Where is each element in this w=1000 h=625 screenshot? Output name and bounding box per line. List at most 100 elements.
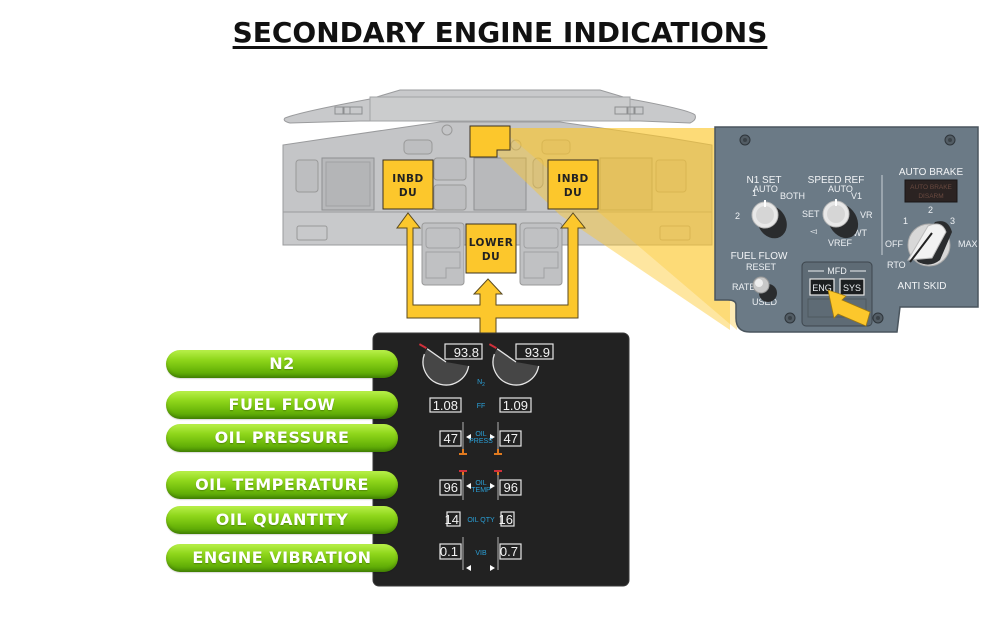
lower-du: LOWER DU <box>465 223 517 274</box>
svg-text:PRESS: PRESS <box>469 438 493 445</box>
zoom-projection <box>470 128 730 330</box>
svg-text:3: 3 <box>950 216 955 226</box>
svg-text:WT: WT <box>853 228 867 238</box>
callout-n2: N2 <box>166 350 398 378</box>
inbd-du-right-label: INBD <box>557 173 588 185</box>
callout-fuel-flow: FUEL FLOW <box>166 391 398 419</box>
n2-left-arc-fill <box>423 348 469 385</box>
n1-set-knob[interactable]: N1 SET 2 1 AUTO BOTH <box>735 175 805 244</box>
svg-text:AUTO: AUTO <box>753 184 778 194</box>
svg-text:AUTO BRAKE: AUTO BRAKE <box>910 184 952 191</box>
oil-temp-right-value: 96 <box>504 480 518 495</box>
n2-right-pointer <box>496 348 517 363</box>
svg-text:USED: USED <box>752 297 778 307</box>
inbd-du-right: INBD DU <box>547 159 599 210</box>
callout-oil-pressure: OIL PRESSURE <box>166 424 398 452</box>
n2-left-arc <box>422 353 470 386</box>
mfd-panel-location <box>469 125 511 158</box>
svg-text:SYS: SYS <box>843 283 861 293</box>
control-panel: N1 SET 2 1 AUTO BOTH SPEED REF SET AUTO … <box>714 126 979 333</box>
n2-right-value: 93.9 <box>525 345 550 360</box>
pedestal-right <box>519 222 563 286</box>
svg-text:RATE: RATE <box>732 282 755 292</box>
vib-label: VIB <box>475 550 487 557</box>
screw-icon <box>739 134 956 324</box>
svg-text:RTO: RTO <box>887 260 906 270</box>
inbd-du-left: INBD DU <box>382 159 434 210</box>
ff-label: FF <box>477 403 486 410</box>
n2-label: N2 <box>477 379 485 388</box>
oil-press-label: OIL <box>475 431 486 438</box>
oil-temperature-readout: 96 OIL TEMP 96 <box>439 479 522 496</box>
svg-text:SET: SET <box>802 209 820 219</box>
svg-text:1: 1 <box>903 216 908 226</box>
ff-right-value: 1.09 <box>503 398 528 413</box>
ff-left-value: 1.08 <box>433 398 458 413</box>
svg-text:ENG: ENG <box>812 283 832 293</box>
vib-right-value: 0.7 <box>500 544 518 559</box>
oil-temp-label: OIL <box>475 480 486 487</box>
oil-temp-left-value: 96 <box>444 480 458 495</box>
svg-text:BOTH: BOTH <box>780 191 805 201</box>
lower-du-label: LOWER <box>469 237 514 249</box>
oil-press-left-value: 47 <box>444 431 458 446</box>
vib-left-value: 0.1 <box>440 544 458 559</box>
svg-text:DU: DU <box>399 187 417 199</box>
svg-text:SPEED REF: SPEED REF <box>808 175 865 186</box>
oil-qty-right-value: 16 <box>499 512 513 527</box>
n2-left-pointer <box>426 348 447 363</box>
svg-text:DU: DU <box>482 251 500 263</box>
svg-text:2: 2 <box>735 211 740 221</box>
svg-text:RESET: RESET <box>746 262 777 272</box>
n2-right-arc-fill <box>492 348 539 385</box>
svg-text:MAX: MAX <box>958 239 978 249</box>
vertical-scales <box>462 422 499 570</box>
auto-brake-disarm-light: AUTO BRAKE DISARM <box>904 179 958 203</box>
svg-text:2: 2 <box>928 205 933 215</box>
svg-text:VR: VR <box>860 210 873 220</box>
pedestal-left <box>421 222 465 286</box>
mfd-selector: MFD ENG SYS <box>801 261 873 327</box>
arrow-to-displays <box>396 212 587 336</box>
glareshield-center <box>369 96 631 122</box>
speed-ref-knob[interactable]: SPEED REF SET AUTO V1 VR WT VREF ◅ <box>802 175 873 248</box>
svg-text:N1 SET: N1 SET <box>746 175 781 186</box>
svg-text:OFF: OFF <box>885 239 903 249</box>
vibration-readout: 0.1 VIB 0.7 <box>439 543 522 560</box>
inbd-du-left-label: INBD <box>392 173 423 185</box>
amber-marks <box>459 449 502 475</box>
page-title: SECONDARY ENGINE INDICATIONS <box>232 16 768 49</box>
scale-pointers <box>466 434 495 571</box>
auto-brake-selector[interactable]: AUTO BRAKE AUTO BRAKE DISARM RTO OFF 1 2… <box>881 167 978 292</box>
oil-qty-label: OIL QTY <box>467 517 495 524</box>
svg-text:1: 1 <box>752 188 757 198</box>
svg-text:ANTI SKID: ANTI SKID <box>898 281 947 292</box>
svg-text:VREF: VREF <box>828 238 853 248</box>
pointer-arrow-icon <box>827 289 871 327</box>
svg-text:TEMP: TEMP <box>471 487 491 494</box>
svg-text:AUTO BRAKE: AUTO BRAKE <box>899 167 964 178</box>
svg-text:DISARM: DISARM <box>918 193 943 200</box>
engine-display: 93.8 93.9 N2 1.08 FF 1.09 <box>372 332 630 587</box>
oil-qty-left-value: 14 <box>445 512 459 527</box>
svg-text:◅: ◅ <box>810 226 817 236</box>
oil-pressure-readout: 47 OIL PRESS 47 <box>439 430 522 447</box>
n2-left-value: 93.8 <box>454 345 479 360</box>
n2-right-arc <box>492 353 540 386</box>
flight-deck <box>282 89 713 286</box>
oil-quantity-readout: 14 OIL QTY 16 <box>445 511 515 527</box>
svg-text:MFD: MFD <box>827 266 847 276</box>
callout-oil-temperature: OIL TEMPERATURE <box>166 471 398 499</box>
n2-gauge-right: 93.9 <box>488 343 554 386</box>
fuel-flow-switch[interactable]: FUEL FLOW RESET RATE USED <box>731 251 788 307</box>
fuel-flow-readout: 1.08 FF 1.09 <box>429 397 532 413</box>
svg-text:AUTO: AUTO <box>828 184 853 194</box>
n2-left-redline <box>418 343 427 350</box>
mfd-sys-button[interactable]: SYS <box>839 278 865 296</box>
routing-arrows <box>396 212 587 336</box>
callout-engine-vibration: ENGINE VIBRATION <box>166 544 398 572</box>
svg-text:V1: V1 <box>851 191 862 201</box>
n2-gauge-left: 93.8 <box>418 343 483 386</box>
oil-press-right-value: 47 <box>504 431 518 446</box>
